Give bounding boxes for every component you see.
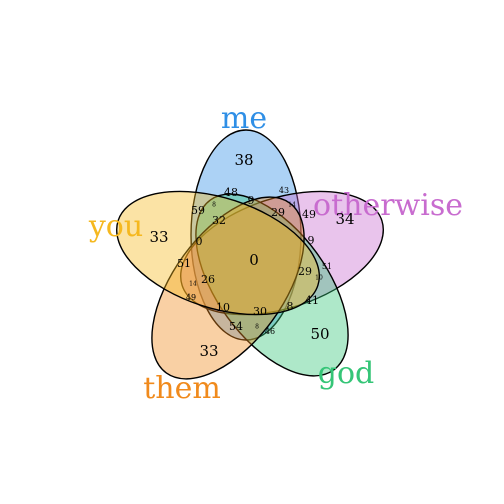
region-otherwise-only: 34 [335,210,354,228]
set-you-ellipse [116,190,320,316]
region-count: 29 [298,265,312,278]
region-count: 10 [216,301,230,314]
region-me-only: 38 [234,151,253,169]
region-count: 49 [302,208,316,221]
region-count: 30 [253,305,267,318]
region-you-only: 33 [149,228,168,246]
region-them-only: 33 [199,342,218,360]
set-them-ellipse [151,196,305,380]
set-label-you: you [88,209,143,244]
set-label-them: them [143,371,221,406]
region-count: 29 [271,206,285,219]
region-count: 54 [229,320,243,333]
region-count: 14 [288,202,296,209]
region-count: 14 [189,281,197,288]
region-count: 8 [287,300,294,313]
region-count: 9 [248,194,255,207]
region-count: 26 [201,273,215,286]
region-count: 8 [255,324,259,331]
region-count: 59 [191,204,205,217]
region-count: 41 [305,294,319,307]
region-count: 10 [315,275,323,282]
region-count: 32 [212,214,226,227]
set-god-ellipse [195,193,349,377]
region-count: 51 [322,262,332,271]
region-count: 9 [308,234,315,247]
region-count: 48 [224,186,238,199]
region-count: 46 [265,327,275,336]
region-count: 0 [196,235,203,248]
region-count: 49 [186,293,196,302]
region-count: 8 [212,202,216,209]
region-count: 51 [177,257,191,270]
set-label-god: god [318,356,374,391]
region-god-only: 50 [310,325,329,343]
set-label-otherwise: otherwise [313,188,463,223]
region-count: 43 [279,186,289,195]
region-all: 0 [249,251,259,269]
set-label-me: me [221,101,267,136]
